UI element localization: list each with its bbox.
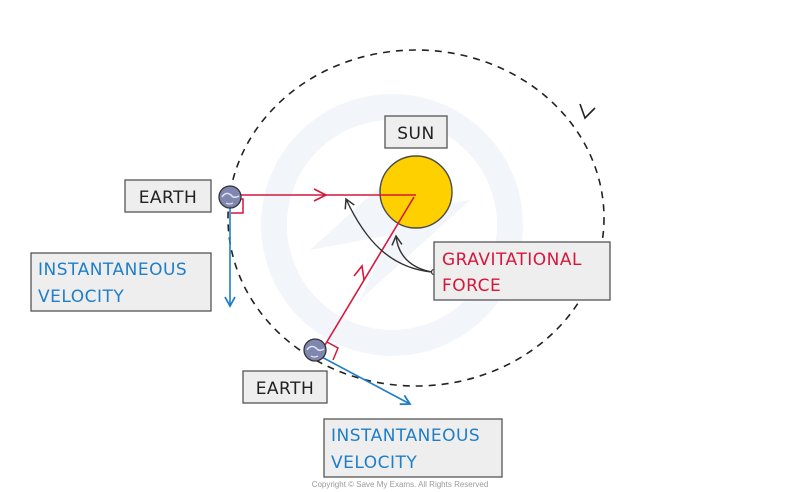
force-label-line1: GRAVITATIONAL <box>442 250 582 270</box>
force-arrow-bottom-head <box>353 264 365 281</box>
earth-label-box-bottom <box>242 370 328 404</box>
right-angle-marker-bottom <box>326 341 339 361</box>
earth-globe-icon <box>303 338 327 362</box>
velocity-label-bottom-line2: VELOCITY <box>331 453 417 473</box>
copyright-text: Copyright © Save My Exams. All Rights Re… <box>312 480 489 489</box>
orbit-path <box>227 49 605 387</box>
force-label-pointer-top <box>344 197 433 273</box>
velocity-label-box-left <box>30 252 212 312</box>
velocity-label-bottom-line1: INSTANTANEOUS <box>331 426 480 446</box>
velocity-arrow-bottom <box>317 354 412 406</box>
velocity-label-left-line2: VELOCITY <box>38 287 124 307</box>
earth-globe-icon <box>218 185 242 209</box>
sun-label-box <box>384 115 448 149</box>
force-label-line2: FORCE <box>442 276 501 296</box>
sun <box>379 155 453 229</box>
orbit-direction-arrow <box>579 103 596 120</box>
velocity-label-left-line1: INSTANTANEOUS <box>38 260 187 280</box>
watermark-logo <box>261 94 523 356</box>
velocity-label-box-bottom <box>323 418 503 478</box>
earth-label-bottom: EARTH <box>256 379 315 399</box>
sun-label: SUN <box>397 124 434 144</box>
force-arrow-bottom <box>324 196 415 346</box>
force-arrow-top-head <box>313 188 328 202</box>
earth-label-box-top <box>124 179 212 213</box>
earth-label-top: EARTH <box>139 188 198 208</box>
force-label-box <box>433 241 611 301</box>
force-label-pointer-bottom <box>391 234 433 273</box>
